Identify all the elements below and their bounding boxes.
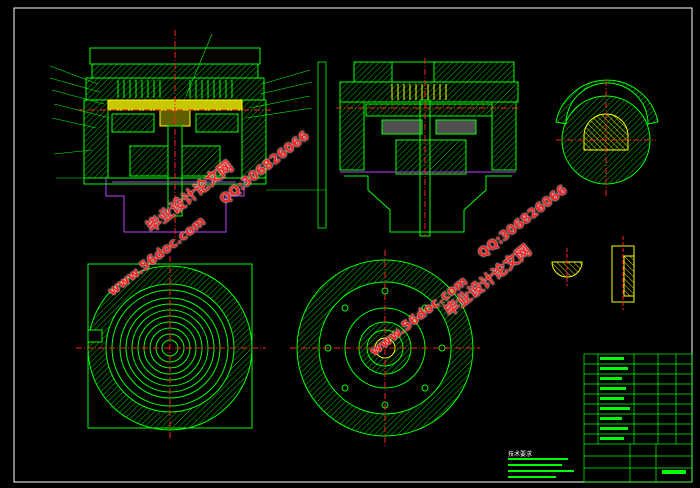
second-section-view bbox=[336, 58, 520, 237]
technical-notes bbox=[508, 458, 574, 478]
front-section-view bbox=[49, 30, 327, 240]
title-block-text bbox=[600, 357, 686, 474]
key-detail bbox=[551, 248, 583, 286]
notes-title: 技术要求 bbox=[508, 451, 533, 458]
pin-detail bbox=[611, 236, 635, 310]
left-plan-view bbox=[76, 256, 266, 438]
shaft-section-detail bbox=[555, 79, 659, 196]
drawing-border bbox=[13, 7, 693, 483]
middle-plan-view bbox=[290, 250, 480, 446]
title-block bbox=[583, 353, 693, 483]
